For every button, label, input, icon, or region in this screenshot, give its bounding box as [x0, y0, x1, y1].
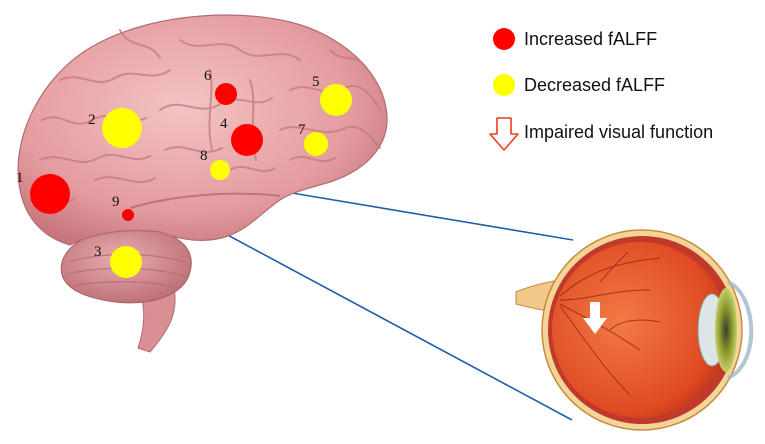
eye-iris: [715, 288, 737, 372]
region-7-marker: [304, 132, 328, 156]
region-5-marker: [320, 84, 352, 116]
region-7-label: 7: [298, 122, 306, 138]
region-4-marker: [231, 124, 263, 156]
eye-illustration: [515, 229, 754, 431]
region-1-label: 1: [16, 170, 24, 186]
region-8-label: 8: [200, 148, 208, 164]
region-6-label: 6: [204, 68, 212, 84]
connector-lines: [221, 192, 574, 421]
region-3-label: 3: [94, 244, 102, 260]
brain-illustration: [17, 14, 388, 353]
region-9-marker: [122, 209, 134, 221]
legend-increased-label: Increased fALFF: [524, 29, 657, 49]
region-1-marker: [30, 174, 70, 214]
legend-increased-swatch: [493, 28, 515, 50]
region-6-marker: [215, 83, 237, 105]
brain-gyri: [29, 29, 381, 203]
region-markers: 1 2 3 4 5 6 7 8 9: [16, 68, 352, 278]
region-2-marker: [102, 108, 142, 148]
legend-decreased-label: Decreased fALFF: [524, 75, 665, 95]
region-8-marker: [210, 160, 230, 180]
region-4-label: 4: [220, 116, 228, 132]
cerebrum: [17, 14, 388, 246]
impaired-arrow-icon: [583, 302, 607, 334]
legend-impaired-label: Impaired visual function: [524, 122, 713, 142]
eye-cornea: [726, 280, 754, 380]
region-5-label: 5: [312, 74, 320, 90]
legend-decreased-swatch: [493, 74, 515, 96]
region-3-marker: [110, 246, 142, 278]
legend: Increased fALFF Decreased fALFF Impaired…: [489, 28, 713, 151]
connector-line-lower: [221, 231, 573, 421]
region-2-label: 2: [88, 112, 96, 128]
connector-line-upper: [291, 192, 574, 241]
down-arrow-icon: [489, 117, 519, 151]
region-9-label: 9: [112, 194, 120, 210]
eyeball-interior: [552, 242, 728, 418]
